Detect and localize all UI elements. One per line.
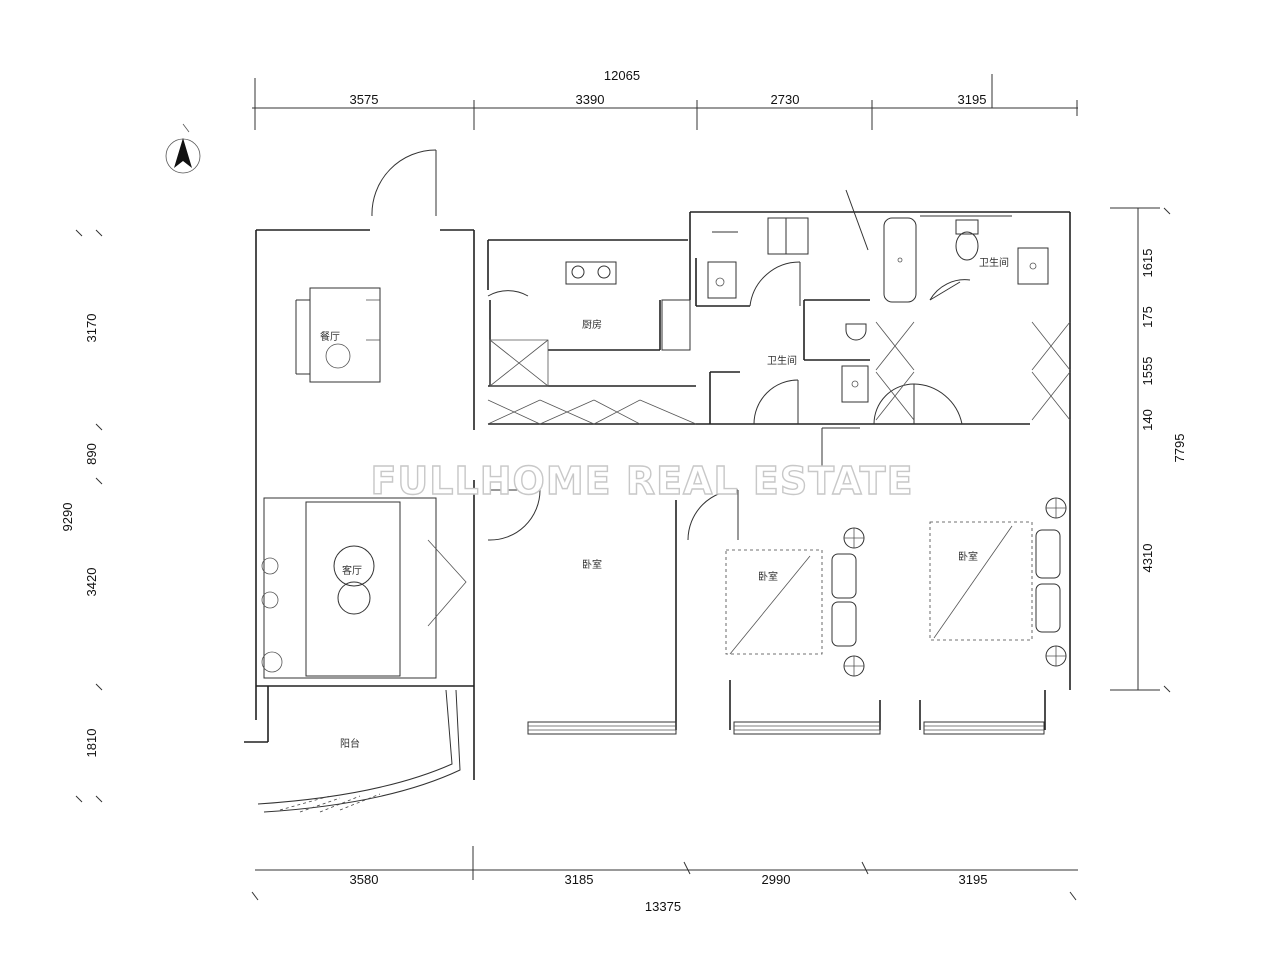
room-label-master-bed: 卧室: [582, 558, 602, 571]
balcony-structure: [257, 689, 461, 813]
dim-left-total: 9290: [60, 503, 75, 532]
right-dimension-lines: [1110, 207, 1171, 693]
walls: [244, 211, 1071, 780]
dim-bottom-4: 3195: [959, 872, 988, 887]
room-label-living: 客厅: [342, 564, 362, 577]
dim-bottom-total: 13375: [645, 899, 681, 914]
room-label-balcony: 阳台: [340, 737, 360, 750]
windows: [527, 215, 1045, 735]
dim-bottom-2: 3185: [565, 872, 594, 887]
watermark: FULLHOME REAL ESTATE: [370, 459, 913, 503]
room-label-kitchen: 厨房: [582, 318, 602, 331]
dim-top-2: 3390: [576, 92, 605, 107]
dim-left-4: 1810: [84, 729, 99, 758]
dim-top-1: 3575: [350, 92, 379, 107]
left-dimension-ticks: [75, 229, 103, 803]
dim-bottom-3: 2990: [762, 872, 791, 887]
room-label-dining: 餐厅: [320, 330, 340, 343]
bedroom-3-furniture: [929, 497, 1067, 667]
dim-right-4: 140: [1140, 409, 1155, 431]
dim-right-2: 175: [1140, 306, 1155, 328]
living-furniture: [261, 497, 467, 679]
dim-right-5: 4310: [1140, 544, 1155, 573]
doors: [371, 149, 971, 541]
dim-right-3: 1555: [1140, 357, 1155, 386]
dim-bottom-1: 3580: [350, 872, 379, 887]
dim-top-4: 3195: [958, 92, 987, 107]
dining-set: [295, 287, 381, 383]
bedroom-2-furniture: [725, 527, 865, 677]
dim-top-3: 2730: [771, 92, 800, 107]
dim-left-3: 3420: [84, 568, 99, 597]
dim-right-1: 1615: [1140, 249, 1155, 278]
bottom-dimension-lines: [251, 846, 1078, 901]
dim-left-1: 3170: [84, 314, 99, 343]
dim-top-total: 12065: [604, 68, 640, 83]
north-arrow-icon: [165, 123, 201, 174]
kitchen-fixtures: [487, 261, 737, 425]
room-label-bedroom-2: 卧室: [758, 570, 778, 583]
dim-left-2: 890: [84, 443, 99, 465]
bathroom-fixtures: [767, 217, 1071, 421]
room-label-bath-small: 卫生间: [767, 354, 797, 367]
room-label-bath-main: 卫生间: [979, 256, 1009, 269]
room-label-bedroom-3: 卧室: [958, 550, 978, 563]
top-dimension-lines: [252, 74, 1078, 130]
dim-right-total: 7795: [1172, 434, 1187, 463]
